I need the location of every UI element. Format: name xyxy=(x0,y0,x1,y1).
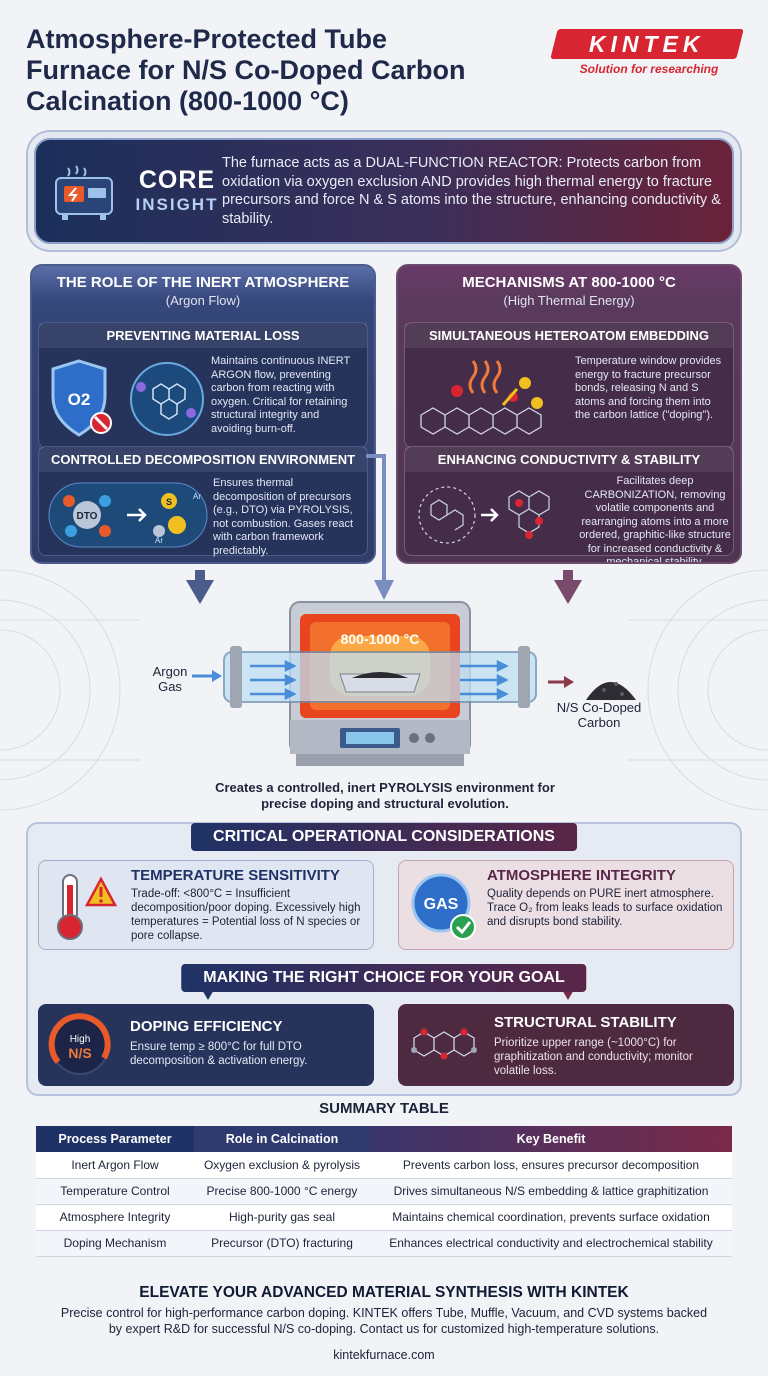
header-role: Role in Calcination xyxy=(194,1126,370,1152)
table-cell: Prevents carbon loss, ensures precursor … xyxy=(370,1152,732,1179)
oxygen-shield-icon: O2 xyxy=(51,359,204,437)
core-insight-text: The furnace acts as a DUAL-FUNCTION REAC… xyxy=(222,155,721,227)
molecule-decomposition-icon: DTO S Ar Ar xyxy=(48,482,208,548)
tube-furnace-illustration: 800-1000 °C xyxy=(223,601,537,766)
table-cell: Enhances electrical conductivity and ele… xyxy=(370,1230,732,1257)
argon-gas-label: Argon Gas xyxy=(152,664,188,694)
table-cell: Temperature Control xyxy=(36,1178,194,1205)
left-panel-title: THE ROLE OF THE INERT ATMOSPHERE xyxy=(56,274,350,291)
arrow-down-center-icon xyxy=(374,580,394,600)
argon-label-top: Ar xyxy=(193,492,201,501)
footer-body: Precise control for high-performance car… xyxy=(60,1306,708,1336)
output-carbon-label: N/S Co-Doped Carbon xyxy=(556,700,642,730)
decomposition-title: CONTROLLED DECOMPOSITION ENVIRONMENT xyxy=(39,447,367,472)
decomposition-text: Ensures thermal decomposition of precurs… xyxy=(213,477,354,557)
structural-stability-title: STRUCTURAL STABILITY xyxy=(494,1014,677,1031)
right-panel-subtitle: (High Thermal Energy) xyxy=(503,293,635,308)
summary-header-row: Process Parameter Role in Calcination Ke… xyxy=(36,1126,732,1152)
left-panel-subtitle: (Argon Flow) xyxy=(165,293,241,308)
logo-brand: KINTEK xyxy=(589,30,705,57)
carbon-output-icon xyxy=(548,676,636,700)
gas-label: GAS xyxy=(424,896,459,913)
doping-efficiency-title: DOPING EFFICIENCY xyxy=(130,1018,283,1035)
summary-table: Process Parameter Role in Calcination Ke… xyxy=(36,1126,732,1257)
inert-atmosphere-panel: THE ROLE OF THE INERT ATMOSPHERE (Argon … xyxy=(30,264,376,564)
flow-arrows xyxy=(186,454,582,604)
argon-inflow-arrow-icon xyxy=(192,670,222,682)
summary-table-section: SUMMARY TABLE Process Parameter Role in … xyxy=(36,1096,732,1257)
doping-efficiency-card: High N/S DOPING EFFICIENCY Ensure temp ≥… xyxy=(38,1004,374,1086)
core-insight-banner: CORE INSIGHT The furnace acts as a DUAL-… xyxy=(34,138,734,244)
table-row: Inert Argon Flow Oxygen exclusion & pyro… xyxy=(36,1152,732,1179)
table-row: Temperature Control Precise 800-1000 °C … xyxy=(36,1178,732,1205)
preventing-loss-card: PREVENTING MATERIAL LOSS O2 Maintains co… xyxy=(38,322,368,448)
choice-title: MAKING THE RIGHT CHOICE FOR YOUR GOAL xyxy=(181,964,587,992)
s-atom-label: S xyxy=(166,497,172,507)
core-insight-label: CORE INSIGHT xyxy=(122,166,232,215)
footer-headline: ELEVATE YOUR ADVANCED MATERIAL SYNTHESIS… xyxy=(139,1284,629,1301)
table-row: Atmosphere Integrity High-purity gas sea… xyxy=(36,1204,732,1231)
dto-label: DTO xyxy=(77,511,98,522)
decomposition-card: CONTROLLED DECOMPOSITION ENVIRONMENT DTO… xyxy=(38,446,368,557)
kintek-logo[interactable]: KINTEK Solution for researching xyxy=(550,29,744,79)
core-label-sub: INSIGHT xyxy=(135,195,219,214)
heteroatom-lattice-icon xyxy=(420,360,543,435)
atmosphere-integrity-text: Quality depends on PURE inert atmosphere… xyxy=(487,888,723,928)
structural-stability-text: Prioritize upper range (~1000°C) for gra… xyxy=(494,1037,693,1077)
gas-check-icon: GAS xyxy=(411,873,476,940)
table-cell: Precursor (DTO) fracturing xyxy=(194,1230,370,1257)
furnace-temp-label: 800-1000 °C xyxy=(341,631,420,647)
conductivity-card: ENHANCING CONDUCTIVITY & STABILITY Facil… xyxy=(404,446,734,562)
arrow-down-right-icon xyxy=(554,580,582,604)
o2-label: O2 xyxy=(68,390,91,409)
page-title: Atmosphere-Protected Tube Furnace for N/… xyxy=(26,24,466,116)
temperature-sensitivity-title: TEMPERATURE SENSITIVITY xyxy=(131,867,340,884)
table-cell: Drives simultaneous N/S embedding & latt… xyxy=(370,1178,732,1205)
table-cell: Oxygen exclusion & pyrolysis xyxy=(194,1152,370,1179)
preventing-loss-text: Maintains continuous INERT ARGON flow, p… xyxy=(211,355,350,435)
table-cell: Doping Mechanism xyxy=(36,1230,194,1257)
temperature-sensitivity-card: TEMPERATURE SENSITIVITY Trade-off: <800°… xyxy=(38,860,374,950)
logo-mark: KINTEK xyxy=(550,29,744,59)
atmosphere-integrity-title: ATMOSPHERE INTEGRITY xyxy=(487,867,676,884)
summary-title: SUMMARY TABLE xyxy=(319,1100,449,1117)
doping-gauge-icon: High N/S xyxy=(48,1013,111,1075)
thermal-mechanisms-panel: MECHANISMS AT 800-1000 °C (High Thermal … xyxy=(396,264,742,564)
table-cell: Maintains chemical coordination, prevent… xyxy=(370,1204,732,1231)
header-process-parameter: Process Parameter xyxy=(36,1126,194,1152)
temperature-sensitivity-text: Trade-off: <800°C = Insufficient decompo… xyxy=(131,888,361,942)
table-row: Doping Mechanism Precursor (DTO) fractur… xyxy=(36,1230,732,1257)
footer-website-link[interactable]: kintekfurnace.com xyxy=(333,1348,435,1362)
atmosphere-integrity-card: GAS ATMOSPHERE INTEGRITY Quality depends… xyxy=(398,860,734,950)
table-cell: High-purity gas seal xyxy=(194,1204,370,1231)
arrow-down-left-icon xyxy=(186,580,214,604)
conductivity-text: Facilitates deep CARBONIZATION, removing… xyxy=(579,475,731,564)
preventing-loss-title: PREVENTING MATERIAL LOSS xyxy=(39,323,367,348)
table-cell: Inert Argon Flow xyxy=(36,1152,194,1179)
furnace-icon xyxy=(55,165,113,220)
core-label-main: CORE xyxy=(138,166,216,194)
doping-efficiency-text: Ensure temp ≥ 800°C for full DTO decompo… xyxy=(130,1041,308,1067)
structural-stability-card: STRUCTURAL STABILITY Prioritize upper ra… xyxy=(398,1004,734,1086)
right-panel-title: MECHANISMS AT 800-1000 °C xyxy=(462,274,676,291)
header-key-benefit: Key Benefit xyxy=(370,1126,732,1152)
heteroatom-text: Temperature window provides energy to fr… xyxy=(575,355,722,421)
gauge-ns-label: N/S xyxy=(68,1045,91,1061)
table-cell: Precise 800-1000 °C energy xyxy=(194,1178,370,1205)
considerations-title: CRITICAL OPERATIONAL CONSIDERATIONS xyxy=(191,823,577,851)
argon-label-bottom: Ar xyxy=(155,536,163,545)
heteroatom-card: SIMULTANEOUS HETEROATOM EMBEDDING Temper… xyxy=(404,322,734,448)
operational-considerations-section: CRITICAL OPERATIONAL CONSIDERATIONS TEMP… xyxy=(26,822,742,1096)
logo-tagline: Solution for researching xyxy=(579,62,719,76)
furnace-caption: Creates a controlled, inert PYROLYSIS en… xyxy=(215,780,555,811)
heteroatom-title: SIMULTANEOUS HETEROATOM EMBEDDING xyxy=(405,323,733,348)
gauge-high-label: High xyxy=(70,1034,91,1045)
thermometer-warning-icon xyxy=(57,874,118,940)
graphite-structure-icon xyxy=(411,1028,477,1060)
graphitization-icon xyxy=(418,486,550,544)
table-cell: Atmosphere Integrity xyxy=(36,1204,194,1231)
conductivity-title: ENHANCING CONDUCTIVITY & STABILITY xyxy=(405,447,733,472)
